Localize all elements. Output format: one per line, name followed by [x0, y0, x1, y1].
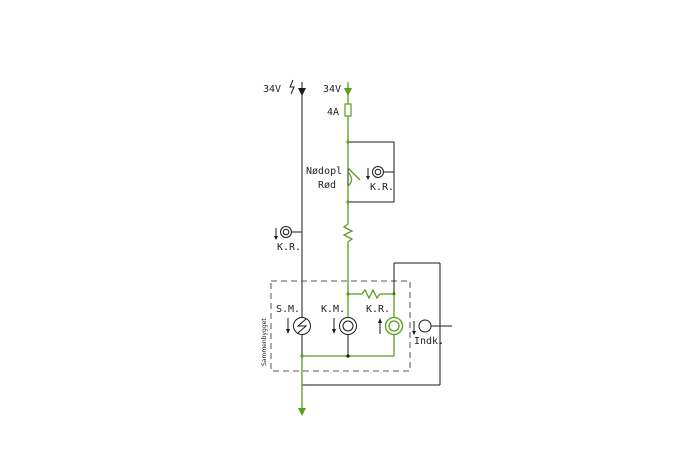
left-supply-label: 34V	[263, 84, 281, 95]
indk-element	[412, 319, 452, 335]
fuse-symbol	[344, 103, 352, 117]
sm-label: S.M.	[276, 304, 300, 315]
kr-inner-label: K.R.	[366, 304, 390, 315]
indk-label: Indk.	[414, 336, 444, 347]
km-element	[332, 294, 357, 356]
bottom-green-bus	[300, 354, 394, 358]
resistor-branch	[342, 200, 354, 294]
km-kr-junction	[346, 288, 396, 300]
kr-inner-element	[378, 294, 404, 356]
sammenbygget-box	[270, 280, 411, 372]
kr-left-lamp	[274, 226, 302, 240]
nodopl-box	[346, 140, 395, 203]
kr-box-label: K.R.	[370, 182, 394, 193]
nodopl-label: Nødopl	[306, 166, 342, 177]
km-label: K.M.	[321, 304, 345, 315]
sm-element	[286, 317, 311, 335]
rod-label: Rød	[318, 180, 336, 191]
left-supply-rail	[289, 79, 306, 395]
output-arrow	[298, 356, 306, 416]
sammenbygget-label: Sammenbygget	[261, 318, 268, 366]
kr-left-label: K.R.	[277, 242, 301, 253]
fuse-label: 4A	[327, 107, 339, 118]
right-supply-label: 34V	[323, 84, 341, 95]
right-supply-rail	[344, 82, 352, 142]
indk-loop-wire	[302, 262, 441, 386]
